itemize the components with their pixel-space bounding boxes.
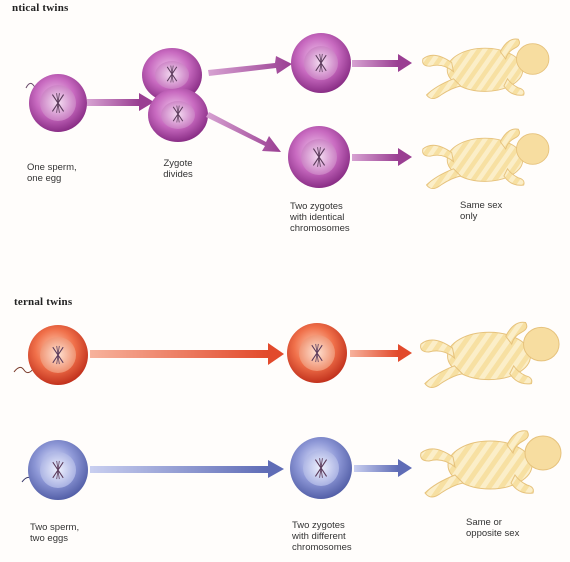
egg-cell-red bbox=[28, 325, 88, 385]
arrow-red-to-baby bbox=[350, 344, 412, 362]
label-one-sperm-one-egg: One sperm, one egg bbox=[27, 162, 77, 184]
arrow-to-baby-2 bbox=[352, 148, 412, 166]
arrow-blue-long bbox=[90, 460, 284, 478]
zygote-lower-identical bbox=[288, 126, 350, 188]
baby-fraternal-2 bbox=[421, 431, 561, 497]
arrow-egg-to-zygote bbox=[87, 93, 154, 111]
sperm-tail-red bbox=[14, 367, 34, 372]
zygote-blue bbox=[290, 437, 352, 499]
label-zygote-divides: Zygote divides bbox=[153, 158, 203, 180]
egg-cell-identical bbox=[29, 74, 87, 132]
zygote-upper-identical bbox=[291, 33, 351, 93]
baby-fraternal-1 bbox=[421, 322, 559, 387]
arrow-blue-to-baby bbox=[354, 459, 412, 477]
label-two-zygotes-identical: Two zygotes with identical chromosomes bbox=[290, 201, 350, 234]
label-two-sperm-two-eggs: Two sperm, two eggs bbox=[30, 522, 79, 544]
baby-identical-1 bbox=[423, 39, 549, 99]
arrow-zygote-to-lower bbox=[206, 112, 281, 152]
zygote-red bbox=[287, 323, 347, 383]
zygote-dividing bbox=[142, 48, 208, 142]
arrow-to-baby-1 bbox=[352, 54, 412, 72]
egg-cell-blue bbox=[28, 440, 88, 500]
label-same-or-opposite-sex: Same or opposite sex bbox=[466, 517, 519, 539]
label-same-sex-only: Same sex only bbox=[460, 200, 502, 222]
arrow-red-long bbox=[90, 343, 284, 365]
baby-identical-2 bbox=[423, 129, 549, 189]
arrow-zygote-to-upper bbox=[208, 56, 292, 76]
label-two-zygotes-different: Two zygotes with different chromosomes bbox=[292, 520, 352, 553]
